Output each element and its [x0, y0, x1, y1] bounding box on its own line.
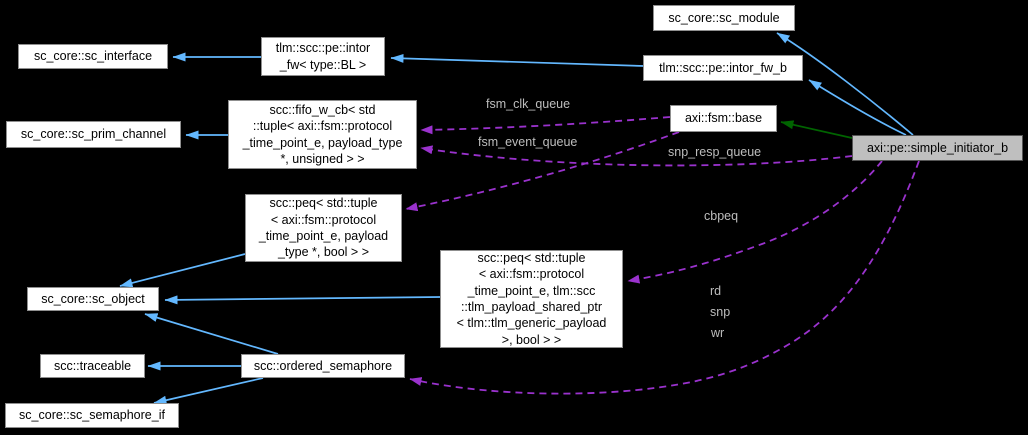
edge-usage-fsmbase-to-peqpayload-fsm-event-queue — [405, 131, 680, 212]
edge-usage-simpleinitiator-to-orderedsemaphore-rd-snp-wr — [409, 160, 920, 395]
edge-usage-simpleinitiator-to-peqsharedptr-cbpeq — [627, 160, 883, 284]
node-scc-ordered-semaphore[interactable]: scc::ordered_semaphore — [241, 354, 405, 378]
edge-label-snp: snp — [710, 305, 731, 319]
node-axi-pe-simple-initiator-b: axi::pe::simple_initiator_b — [852, 135, 1023, 161]
node-sc-core-sc-object[interactable]: sc_core::sc_object — [27, 287, 159, 311]
node-axi-fsm-base[interactable]: axi::fsm::base — [670, 105, 777, 132]
edge-inherit-simpleinitiator-to-scmodule — [776, 32, 914, 136]
node-tlm-scc-pe-intor-fw-b[interactable]: tlm::scc::pe::intor_fw_b — [643, 55, 803, 81]
edge-inherit-intorfwb-to-intorfw — [390, 53, 645, 67]
edge-label-wr: wr — [711, 326, 725, 340]
edge-usage-simpleinitiator-to-fifowcb-snp-resp-queue — [420, 145, 853, 167]
edge-label-cbpeq: cbpeq — [704, 209, 739, 223]
edge-label-snp-resp-queue: snp_resp_queue — [668, 145, 762, 159]
edge-inherit-orderedsemaphore-to-scobject — [144, 313, 279, 355]
edge-inherit-simpleinitiator-to-fsmbase — [780, 120, 853, 139]
edge-label-fsm-clk-queue: fsm_clk_queue — [486, 97, 571, 111]
node-sc-core-sc-module[interactable]: sc_core::sc_module — [653, 5, 795, 31]
node-scc-peq-tlm-payload-shared-ptr[interactable]: scc::peq< std::tuple < axi::fsm::protoco… — [440, 250, 623, 348]
node-scc-peq-payload-type[interactable]: scc::peq< std::tuple < axi::fsm::protoco… — [245, 194, 402, 262]
node-sc-core-sc-prim-channel[interactable]: sc_core::sc_prim_channel — [6, 121, 181, 148]
edge-label-rd: rd — [710, 284, 722, 298]
edge-inherit-orderedsemaphore-to-scsemaphoreif — [153, 377, 264, 405]
node-scc-fifo-w-cb[interactable]: scc::fifo_w_cb< std ::tuple< axi::fsm::p… — [228, 100, 417, 169]
edge-inherit-simpleinitiator-to-intorfwb — [808, 79, 907, 136]
edge-usage-fsmbase-to-fifowcb-fsm-clk-queue — [420, 116, 671, 135]
node-tlm-scc-pe-intor-fw[interactable]: tlm::scc::pe::intor _fw< type::BL > — [261, 37, 385, 76]
node-sc-core-sc-interface[interactable]: sc_core::sc_interface — [18, 44, 168, 69]
node-sc-core-sc-semaphore-if[interactable]: sc_core::sc_semaphore_if — [5, 403, 179, 428]
edge-inherit-peqpayload-to-scobject — [119, 253, 246, 288]
edge-inherit-peqsharedptr-to-scobject — [164, 295, 441, 305]
edge-label-fsm-event-queue: fsm_event_queue — [478, 135, 578, 149]
node-scc-traceable[interactable]: scc::traceable — [40, 354, 145, 378]
